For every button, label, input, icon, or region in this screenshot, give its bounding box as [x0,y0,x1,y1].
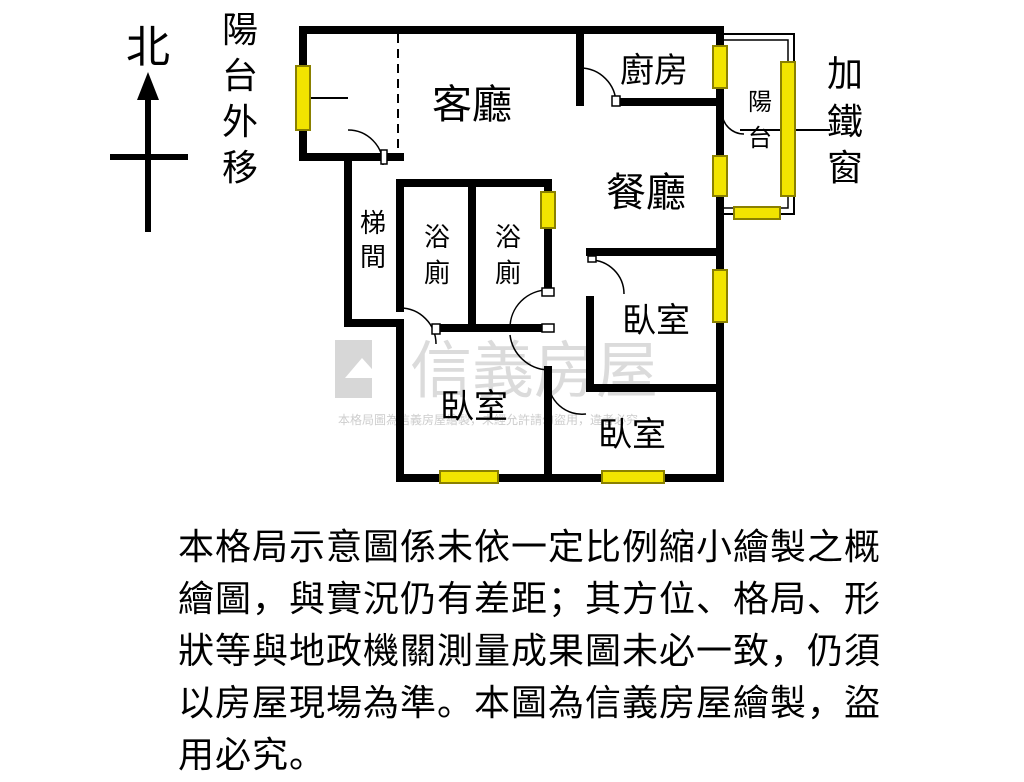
label-balcony-moved-2: 台 [222,56,258,97]
disclaimer-line-4: 以房屋現場為準。本圖為信義房屋繪製，盜 [178,683,882,724]
label-balcony-moved-4: 移 [222,148,258,189]
door-kitchen [579,67,617,105]
label-kitchen: 廚房 [620,51,688,91]
window-dining [712,155,728,197]
east-balcony [724,33,830,215]
watermark: 信義房屋 本格局圖為信義房屋繪製，未經允許請勿盜用，違者必究 [335,334,658,427]
walls [299,26,724,482]
label-balcony-2: 台 [748,124,772,152]
window-bedroom-south-1 [439,470,499,484]
door-bedroom-west [509,334,549,371]
label-iron-window-2: 鐵 [827,102,863,143]
label-iron-window-1: 加 [827,54,863,95]
label-living-room: 客廳 [432,82,512,128]
label-stairwell-1: 梯 [360,209,386,239]
window-balcony-bottom [733,206,781,220]
label-bedroom-3: 臥室 [598,415,666,455]
label-bedroom-2: 臥室 [440,387,508,427]
door-balcony [721,111,745,135]
disclaimer: 本格局示意圖係未依一定比例縮小繪製之概 繪圖，與實況仍有差距；其方位、格局、形 … [178,522,918,782]
window-iron [780,61,796,197]
label-bedroom-1: 臥室 [622,301,690,341]
label-bath-1a: 浴 [424,223,450,253]
watermark-note: 本格局圖為信義房屋繪製，未經允許請勿盜用，違者必究 [338,412,638,427]
doors [347,67,745,415]
label-bath-1b: 廁 [424,259,450,289]
label-balcony-moved-3: 外 [222,102,258,143]
door-bedroom-south [547,379,587,415]
watermark-brand: 信義房屋 [410,334,658,407]
window-bedroom-south-2 [601,470,665,484]
label-stairwell-2: 間 [360,243,386,273]
disclaimer-line-3: 狀等與地政機關測量成果圖未必一致，仍須 [178,631,882,672]
label-bath-2a: 浴 [495,223,521,253]
label-dining-room: 餐廳 [606,170,686,216]
disclaimer-line-2: 繪圖，與實況仍有差距；其方位、格局、形 [178,579,882,620]
north-arrow-icon [137,72,159,100]
window-bath [540,191,556,229]
label-balcony-moved-1: 陽 [222,10,258,51]
window-kitchen [712,45,728,89]
north-compass: 北 [110,22,188,232]
window-bedroom-east [712,269,728,323]
label-balcony-1: 陽 [748,88,772,116]
window-west [295,65,311,131]
north-label: 北 [126,22,170,73]
door-bath-1 [399,307,437,345]
label-bath-2b: 廁 [495,259,521,289]
disclaimer-line-1: 本格局示意圖係未依一定比例縮小繪製之概 [178,527,882,568]
disclaimer-line-5: 用必究。 [178,735,327,776]
windows [295,45,796,484]
door-bedroom-east [589,259,625,295]
room-labels: 客廳 廚房 餐廳 臥室 臥室 臥室 梯 間 浴 廁 浴 廁 陽 台 陽 台 外 … [222,10,863,455]
label-iron-window-3: 窗 [827,148,863,189]
